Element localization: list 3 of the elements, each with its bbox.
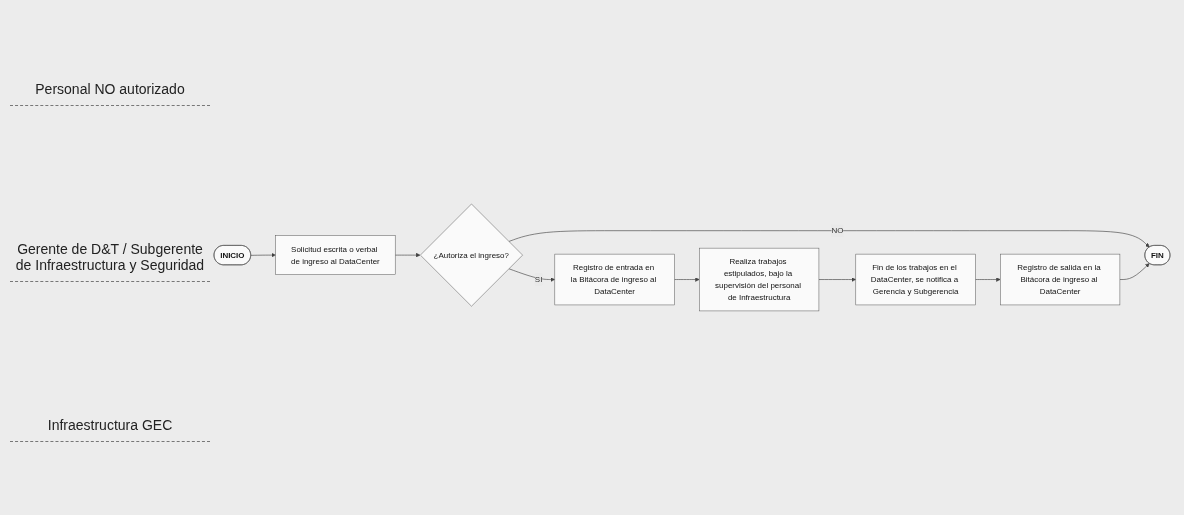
lane-label: Gerente de D&T / Subgerente de Infraestructura y Seguridad xyxy=(10,233,210,282)
lane-label: Personal NO autorizado xyxy=(10,73,210,107)
lane-label: Infraestructura GEC xyxy=(10,408,210,442)
